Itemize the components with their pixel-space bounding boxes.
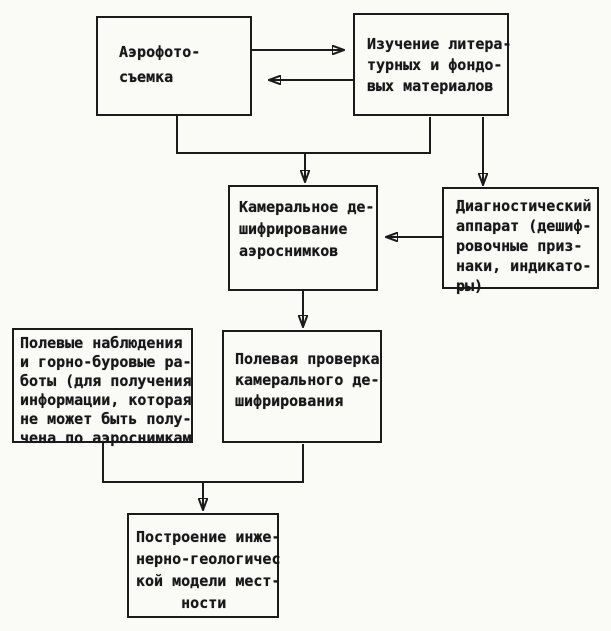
- node-diagnostic-apparatus-label: Диагностический аппарат (дешиф- ровочные…: [456, 197, 592, 295]
- node-desk-interpretation-label: Камеральное де- шифрирование аэроснимков: [239, 198, 375, 260]
- node-field-observations-label: Полевые наблюдения и горно-буровые ра- б…: [20, 334, 192, 447]
- edge-top-bus-line: [176, 116, 431, 154]
- edge-bottom-bus-line: [102, 443, 304, 483]
- node-desk-interpretation: Камеральное де- шифрирование аэроснимков: [228, 185, 378, 291]
- node-literature-study-label: Изучение литера- турных и фондо- вых мат…: [367, 35, 512, 95]
- node-literature-study: Изучение литера- турных и фондо- вых мат…: [353, 13, 512, 116]
- node-field-observations: Полевые наблюдения и горно-буровые ра- б…: [12, 328, 193, 447]
- node-field-check: Полевая проверка камерального де- шифрир…: [222, 330, 382, 443]
- node-aerial-survey-label: Аэрофото- съемка: [119, 43, 201, 86]
- node-field-check-label: Полевая проверка камерального де- шифрир…: [235, 350, 380, 410]
- node-diagnostic-apparatus: Диагностический аппарат (дешиф- ровочные…: [442, 187, 599, 295]
- node-terrain-model: Построение инже- нерно-геологичес кой мо…: [127, 513, 281, 618]
- node-terrain-model-label: Построение инже- нерно-геологичес кой мо…: [136, 528, 281, 612]
- node-aerial-survey: Аэрофото- съемка: [96, 16, 252, 116]
